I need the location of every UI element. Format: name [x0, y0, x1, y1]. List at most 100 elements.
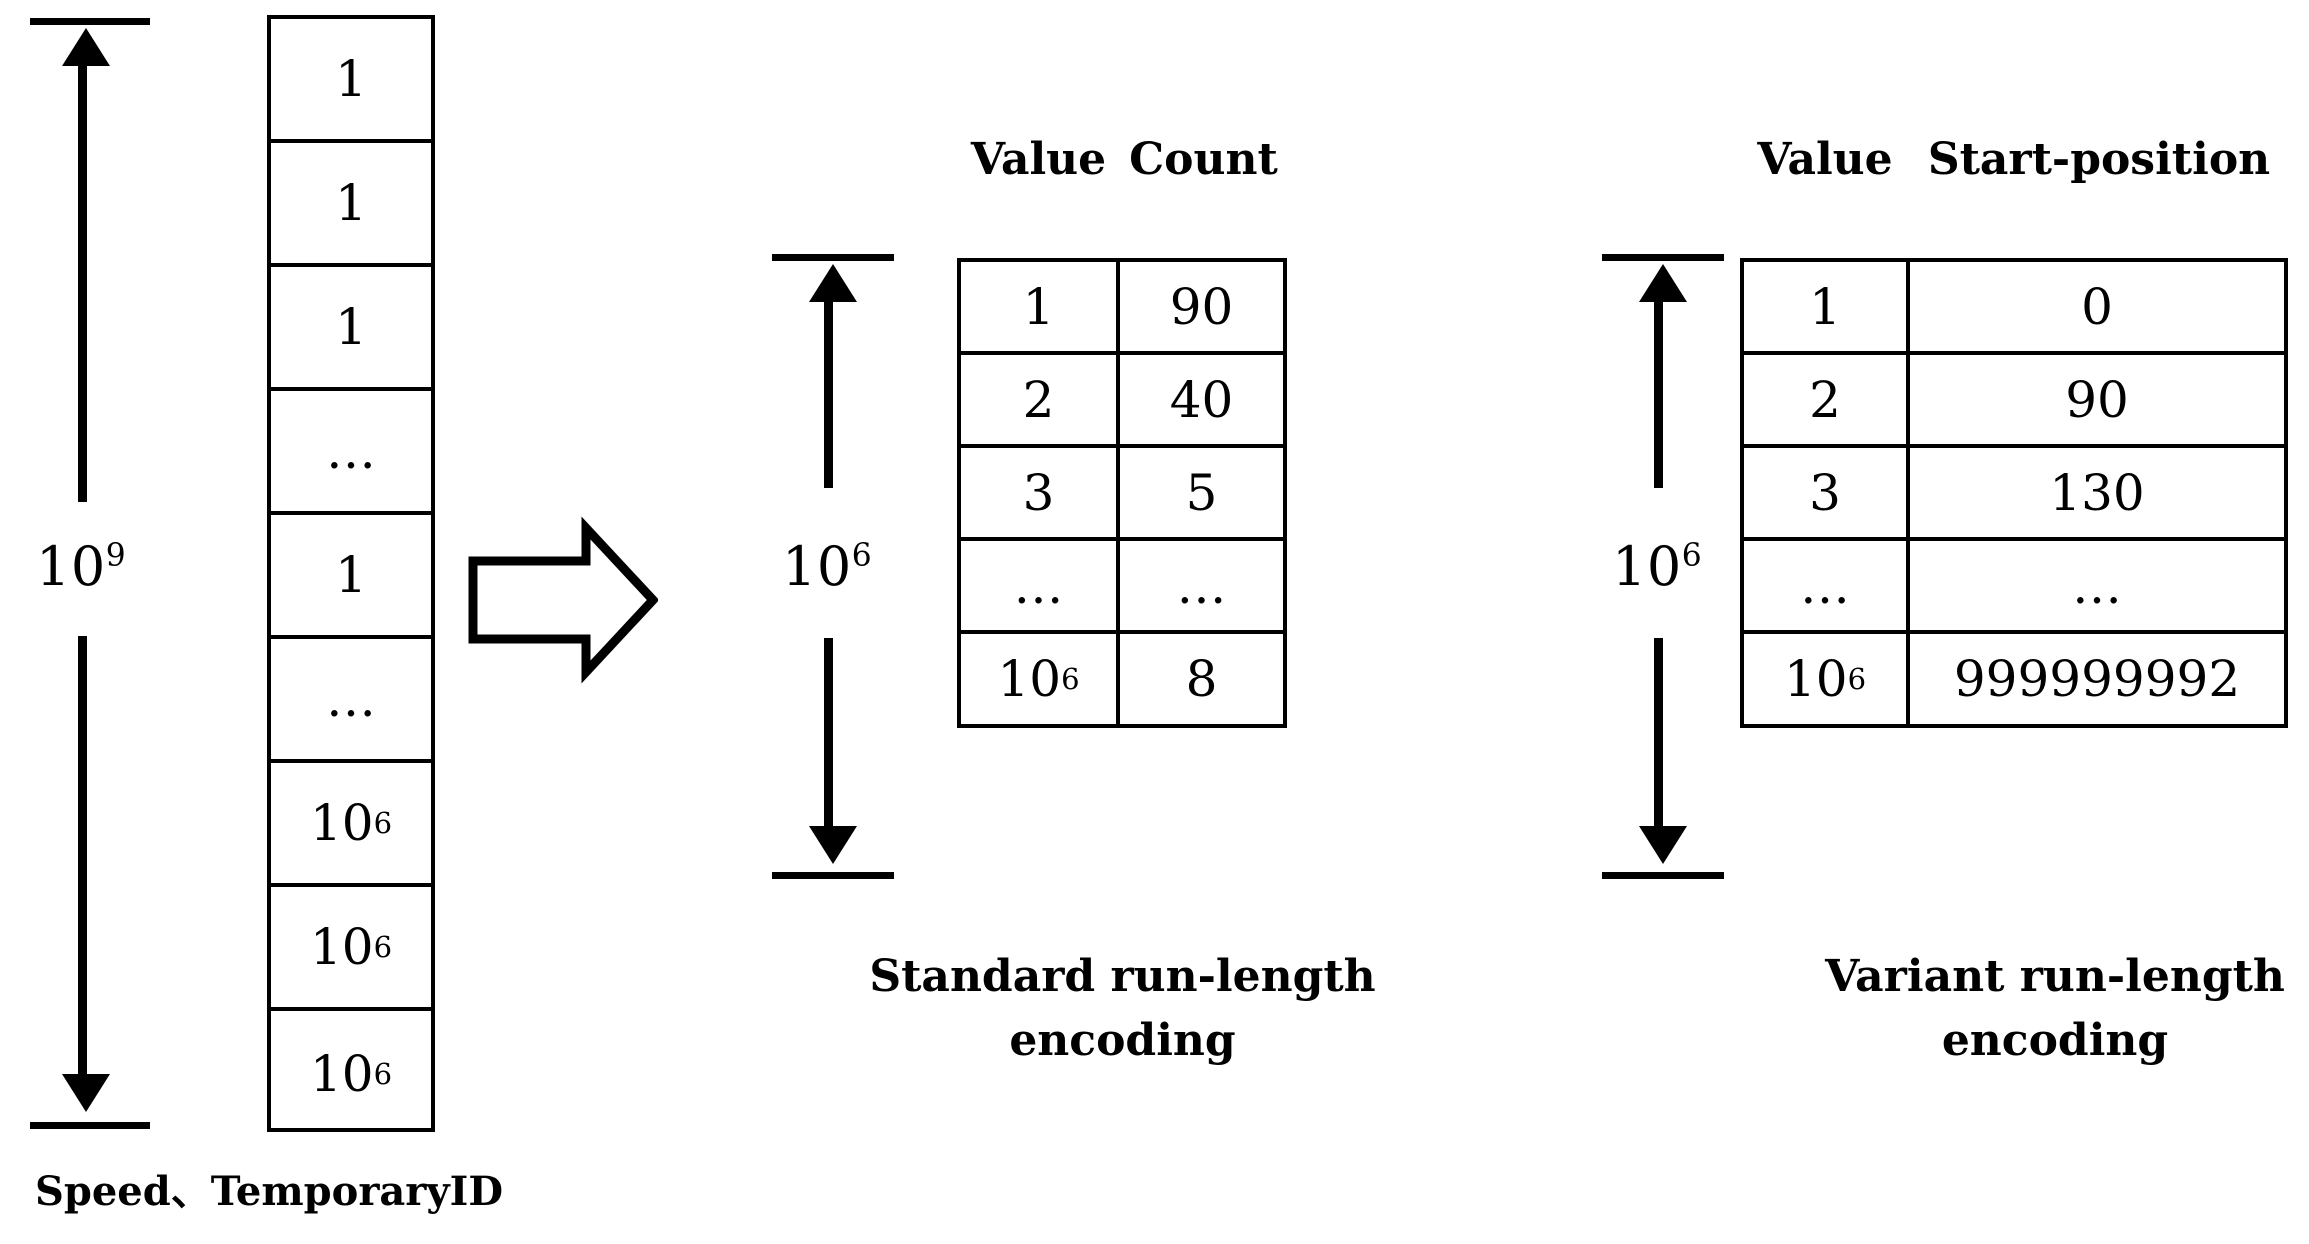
cell-value: … — [2072, 556, 2122, 615]
left-axis-caption: Speed、TemporaryID — [35, 1168, 504, 1215]
standard-rle-caption: Standard run-length encoding — [800, 945, 1445, 1073]
table-row: 2 40 — [961, 355, 1283, 448]
standard-rle-cell-count: … — [1120, 541, 1283, 630]
right-measure-arrowhead-up — [1639, 264, 1687, 302]
standard-rle-cell-value: 3 — [961, 448, 1120, 537]
cell-value: 1 — [1809, 277, 1841, 336]
left-measure-arrowhead-down — [62, 1074, 110, 1112]
variant-rle-caption: Variant run-length encoding — [1745, 945, 2309, 1073]
cell-value: 130 — [2049, 463, 2145, 522]
cell-value: 2 — [1809, 370, 1841, 429]
variant-rle-cell-start-position: … — [1910, 541, 2284, 630]
cell-value: 10 — [997, 650, 1062, 708]
table-row: 1 0 — [1744, 262, 2284, 355]
middle-measure-top-cap — [772, 254, 894, 261]
block-arrow-right-icon — [468, 516, 660, 684]
standard-rle-cell-value: … — [961, 541, 1120, 630]
variant-rle-grid: 1 0 2 90 3 130 — [1740, 258, 2288, 728]
variant-rle-header-value: Value — [1757, 134, 1893, 185]
left-column-cell: … — [271, 639, 431, 763]
left-column-cell: … — [271, 391, 431, 515]
cell-value: 10 — [1783, 650, 1848, 708]
variant-rle-header-start-position: Start-position — [1927, 134, 2271, 185]
standard-rle-header-count: Count — [1129, 134, 1278, 185]
right-measure-label-base: 10 — [1612, 535, 1682, 598]
variant-rle-cell-value: … — [1744, 541, 1910, 630]
variant-rle-cell-start-position: 130 — [1910, 448, 2284, 537]
standard-rle-cell-count: 8 — [1120, 634, 1283, 724]
cell-value: 10 — [309, 794, 374, 852]
cell-value: 8 — [1185, 650, 1218, 708]
left-column-cell: 1 — [271, 19, 431, 143]
left-measure-label-exponent: 9 — [105, 538, 127, 574]
left-measure-top-cap — [30, 18, 150, 25]
cell-value: 1 — [335, 546, 367, 604]
cell-value: 1 — [335, 50, 367, 108]
right-measure-bottom-cap — [1602, 872, 1724, 879]
cell-value: 1 — [335, 174, 367, 232]
cell-value: 10 — [309, 1044, 374, 1103]
right-measure-top-cap — [1602, 254, 1724, 261]
variant-rle-cell-value: 2 — [1744, 355, 1910, 444]
standard-rle-cell-count: 5 — [1120, 448, 1283, 537]
table-row: 2 90 — [1744, 355, 2284, 448]
right-measure-arrowhead-down — [1639, 826, 1687, 864]
left-column-cell: 1 — [271, 515, 431, 639]
standard-rle-cell-value: 1 — [961, 262, 1120, 351]
standard-rle-table: Value Count 1 90 2 40 — [957, 130, 1287, 910]
cell-value: 5 — [1185, 463, 1218, 522]
cell-value: 999999992 — [1953, 650, 2241, 708]
standard-rle-header-value: Value — [970, 134, 1107, 185]
table-row: 3 5 — [961, 448, 1283, 541]
left-measure-arrowhead-up — [62, 28, 110, 66]
left-column-cell: 1 — [271, 267, 431, 391]
variant-rle-cell-value: 3 — [1744, 448, 1910, 537]
right-measure-label-exponent: 6 — [1681, 538, 1703, 574]
middle-measure-shaft-upper — [824, 298, 833, 488]
standard-rle-header-row: Value Count — [957, 130, 1287, 190]
standard-rle-cell-count: 40 — [1120, 355, 1283, 444]
variant-rle-header-row: Value Start-position — [1740, 130, 2288, 190]
cell-value: 2 — [1022, 370, 1055, 429]
cell-value: 90 — [1169, 277, 1234, 336]
left-measure-label: 109 — [36, 540, 126, 594]
left-measure-bottom-cap — [30, 1122, 150, 1129]
cell-value: 3 — [1809, 463, 1841, 522]
left-measure-label-base: 10 — [36, 535, 106, 598]
cell-value: 90 — [2065, 370, 2129, 429]
cell-value: … — [326, 670, 376, 728]
variant-rle-cell-start-position: 0 — [1910, 262, 2284, 351]
middle-measure-label-base: 10 — [782, 535, 852, 598]
cell-value: 1 — [335, 298, 367, 356]
variant-rle-caption-line1: Variant run-length — [1825, 951, 2285, 1002]
cell-value: … — [326, 422, 376, 480]
table-row: 1 90 — [961, 262, 1283, 355]
left-measure-shaft-upper — [78, 62, 87, 502]
cell-value: … — [1800, 556, 1850, 615]
cell-value: … — [1176, 556, 1227, 615]
cell-value: 0 — [2081, 277, 2113, 336]
right-measure-label: 106 — [1612, 540, 1702, 594]
table-row: 3 130 — [1744, 448, 2284, 541]
middle-measure-bottom-cap — [772, 872, 894, 879]
left-measure-arrow: 109 — [0, 0, 260, 1140]
standard-rle-cell-value: 2 — [961, 355, 1120, 444]
variant-rle-cell-start-position: 999999992 — [1910, 634, 2284, 724]
variant-rle-cell-value: 1 — [1744, 262, 1910, 351]
standard-rle-grid: 1 90 2 40 3 5 — [957, 258, 1287, 728]
table-row: … … — [1744, 541, 2284, 634]
middle-measure-label: 106 — [782, 540, 872, 594]
left-column-cell: 1 — [271, 143, 431, 267]
variant-rle-caption-line2: encoding — [1941, 1014, 2169, 1066]
right-measure-arrow: 106 — [1590, 250, 1790, 890]
middle-measure-arrowhead-down — [809, 826, 857, 864]
standard-rle-caption-line1: Standard run-length — [869, 951, 1376, 1002]
middle-measure-shaft-lower — [824, 638, 833, 828]
